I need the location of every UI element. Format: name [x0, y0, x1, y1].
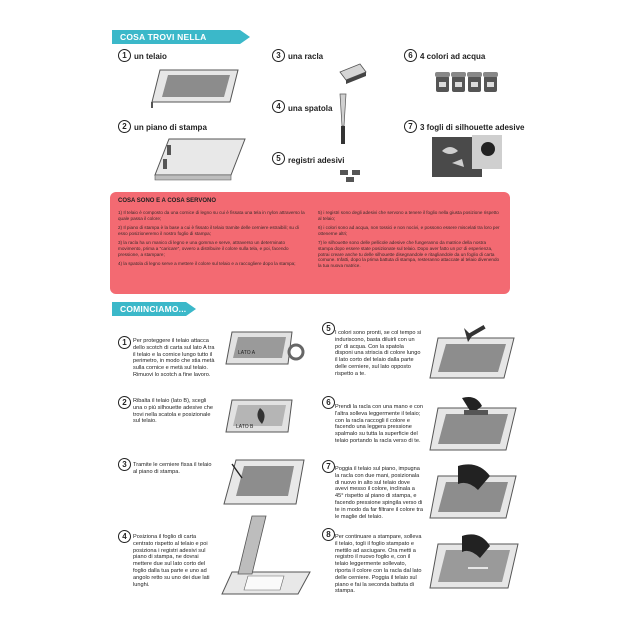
print-board-illustration: [154, 138, 246, 181]
item-number-1: 1: [118, 49, 131, 62]
step-1-side-label: LATO A: [238, 350, 256, 356]
step-text-6: Prendi la racla con una mano e con l'alt…: [335, 404, 424, 444]
item-label-2: un piano di stampa: [134, 123, 207, 132]
info-paragraph: 6) i colori sono ad acqua, non tossici e…: [318, 225, 500, 236]
step-6-squeegee-illustration: [429, 397, 517, 451]
silhouette-sheets-illustration: [432, 135, 502, 177]
info-paragraph: 2) Il piano di stampa è la base a cui è …: [118, 225, 299, 236]
step-number-2: 2: [118, 396, 131, 409]
squeegee-illustration: [339, 63, 367, 84]
step-1-frame-tape-illustration: [225, 331, 305, 365]
item-label-1: un telaio: [134, 52, 167, 61]
item-number-4: 4: [272, 100, 285, 113]
item-number-7: 7: [404, 120, 417, 133]
frame-illustration: [151, 69, 239, 108]
step-8-lift-reprint-illustration: [429, 534, 519, 589]
registers-illustration: [340, 170, 360, 182]
step-text-1: Per proteggere il telaio attacca dello s…: [133, 338, 215, 378]
item-number-3: 3: [272, 49, 285, 62]
step-number-1: 1: [118, 336, 131, 349]
spatula-illustration: [339, 93, 347, 144]
info-panel: [110, 192, 510, 294]
item-label-4: una spatola: [288, 104, 333, 113]
step-number-4: 4: [118, 530, 131, 543]
item-label-7: 3 fogli di silhouette adesive: [420, 123, 525, 132]
step-number-5: 5: [322, 322, 335, 335]
info-paragraph: 5) i registri sono degli adesivi che ser…: [318, 210, 499, 221]
step-number-8: 8: [322, 528, 335, 541]
step-text-2: Ribalta il telaio (lato B), scegli una o…: [133, 398, 213, 425]
step-text-5: I colori sono pronti, se col tempo si in…: [335, 330, 422, 377]
item-label-6: 4 colori ad acqua: [420, 52, 486, 61]
item-number-5: 5: [272, 152, 285, 165]
step-number-6: 6: [322, 396, 335, 409]
step-2-side-label: LATO B: [236, 424, 254, 430]
paint-jars-illustration: [435, 72, 498, 92]
step-3-hinges-illustration: [223, 459, 305, 505]
info-right-column: 5) i registri sono degli adesivi che ser…: [318, 210, 502, 272]
step-text-7: Poggia il telaio sul piano, impugna la r…: [335, 466, 423, 520]
step-text-4: Posiziona il foglio di carta centrato ri…: [133, 534, 210, 588]
info-paragraph: 1) Il telaio è composto da una cornice d…: [118, 210, 305, 221]
step-text-3: Tramite le cerniere fissa il telaio al p…: [133, 462, 212, 475]
item-number-2: 2: [118, 120, 131, 133]
box-section-title: COSA TROVI NELLA SCATOLA: [112, 30, 250, 56]
step-4-paper-registers-illustration: [221, 515, 311, 595]
info-paragraph: 7) le silhouette sono delle pellicole ad…: [318, 240, 500, 268]
step-2-silhouette-illustration: [225, 399, 293, 433]
item-number-6: 6: [404, 49, 417, 62]
info-paragraph: 3) la racla ha un manico di legno e una …: [118, 240, 289, 257]
step-number-3: 3: [118, 458, 131, 471]
step-text-8: Per continuare a stampare, solleva il te…: [335, 534, 422, 595]
step-5-color-strip-illustration: [429, 324, 515, 379]
info-left-column: 1) Il telaio è composto da una cornice d…: [118, 210, 306, 271]
step-number-7: 7: [322, 460, 335, 473]
info-panel-title: COSA SONO E A COSA SERVONO: [118, 198, 217, 204]
step-7-print-push-illustration: [429, 464, 517, 519]
info-paragraph: 4) la spatola di legno serve a mettere i…: [118, 261, 296, 267]
item-label-3: una racla: [288, 52, 324, 61]
item-label-5: registri adesivi: [288, 156, 345, 165]
start-section-title: COMINCIAMO...: [112, 302, 196, 316]
